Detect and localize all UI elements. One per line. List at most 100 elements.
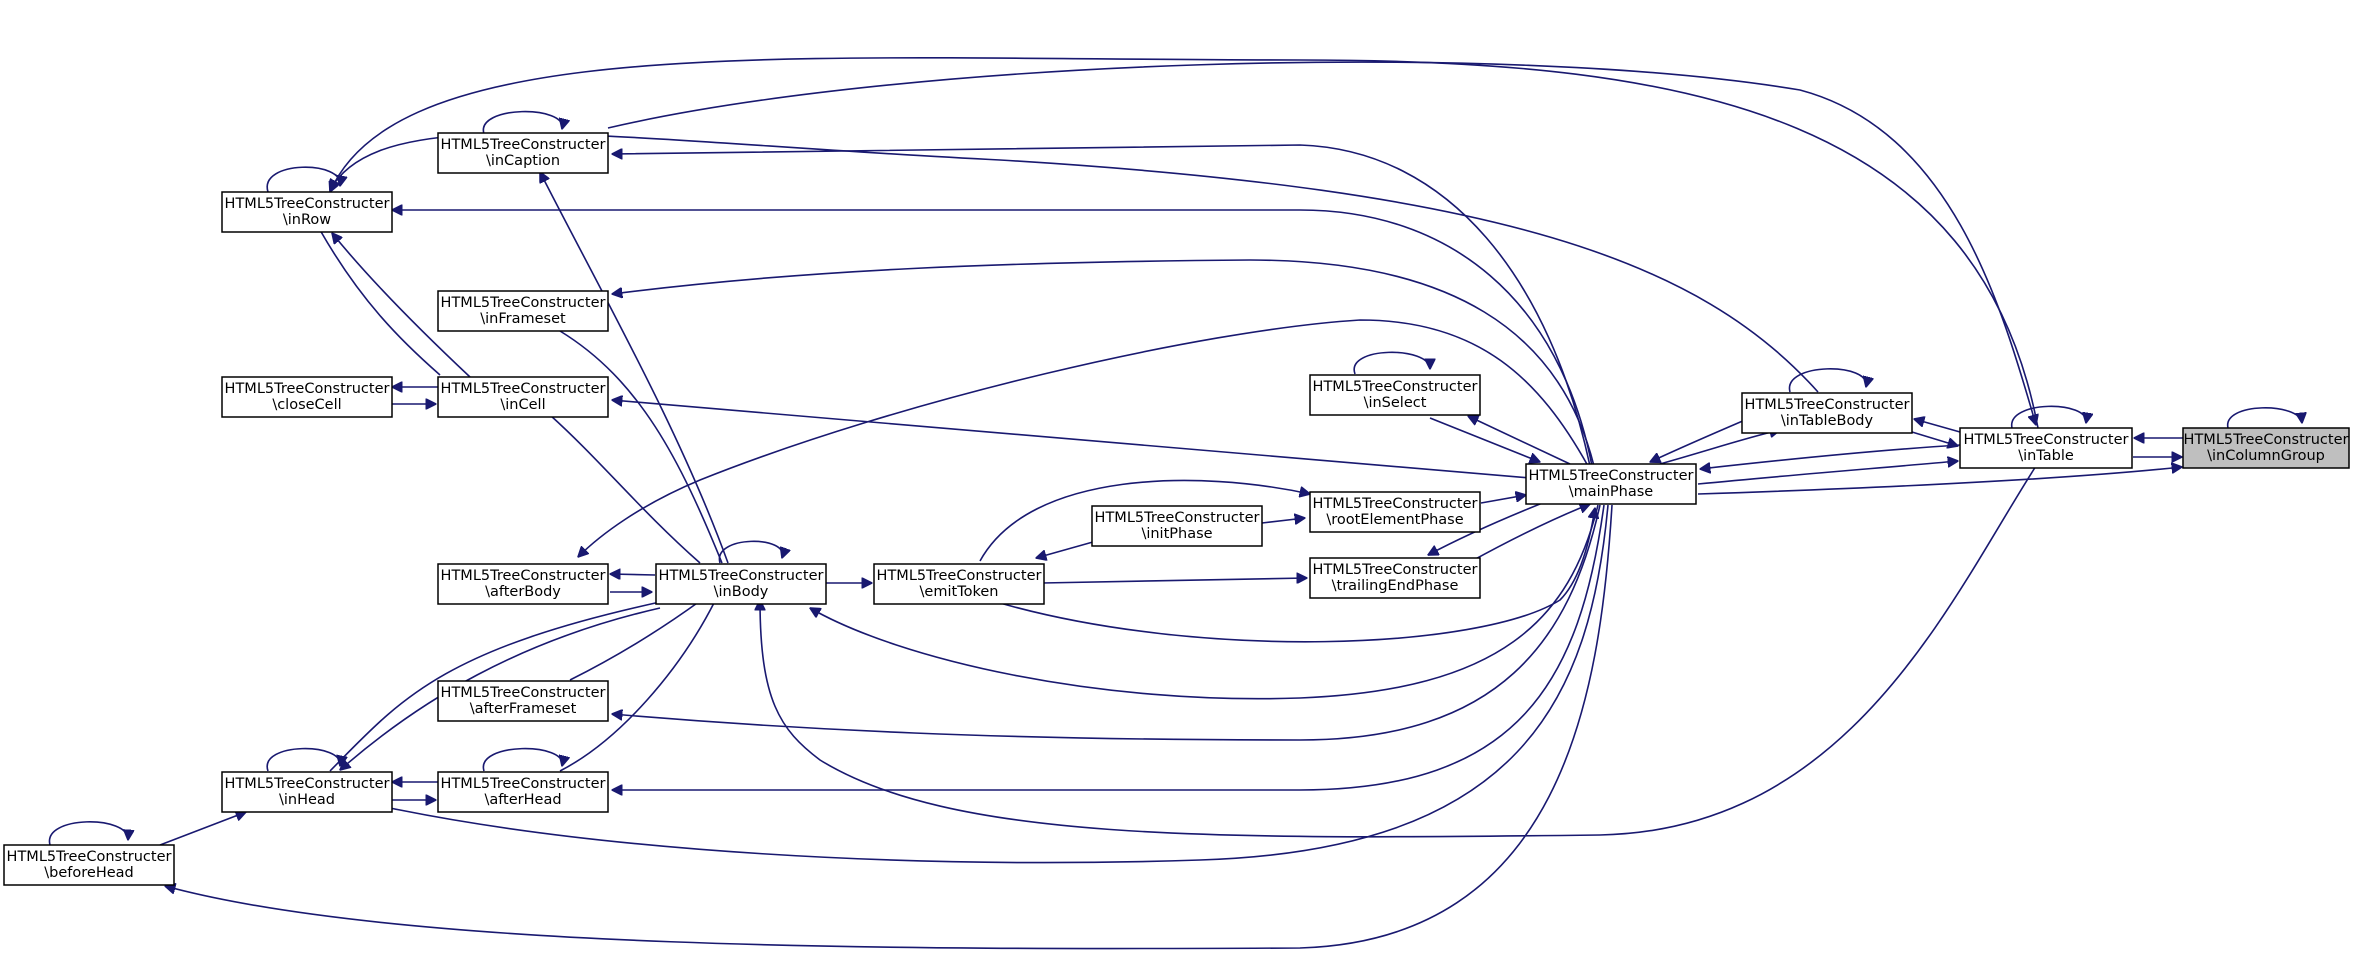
edge-mainphase-to-incolumngroup	[1697, 467, 2182, 495]
node-afterhead-line2: \afterHead	[484, 792, 561, 808]
edge-mainphase-to-afterframeset	[612, 504, 1601, 741]
edge-mainphase-to-intablebody	[1659, 430, 1780, 465]
node-inrow[interactable]: HTML5TreeConstructer \inRow	[221, 191, 393, 233]
node-inframeset[interactable]: HTML5TreeConstructer \inFrameset	[437, 290, 609, 332]
node-rootelementphase[interactable]: HTML5TreeConstructer \rootElementPhase	[1309, 491, 1481, 533]
node-initphase-line2: \initPhase	[1141, 526, 1212, 542]
node-inhead-line2: \inHead	[279, 792, 335, 808]
edge-intable-to-intablebody	[1914, 419, 1961, 433]
node-rootelementphase-line2: \rootElementPhase	[1326, 512, 1463, 528]
node-incaption[interactable]: HTML5TreeConstructer \inCaption	[437, 132, 609, 174]
edge-inbody-self	[718, 540, 782, 564]
edge-mainphase-to-afterbody	[578, 319, 1589, 557]
edge-incaption-to-intable	[607, 61, 2036, 425]
edge-trailingendphase-to-mainphase	[1469, 504, 1590, 563]
edge-inselect-self	[1353, 351, 1430, 375]
edge-inhead-to-inbody	[329, 601, 661, 772]
node-intablebody[interactable]: HTML5TreeConstructer \inTableBody	[1741, 392, 1913, 434]
node-trailingendphase-line2: \trailingEndPhase	[1332, 578, 1459, 594]
node-incell-line2: \inCell	[500, 397, 545, 413]
node-initphase-line1: HTML5TreeConstructer	[1095, 510, 1260, 526]
edge-incolumngroup-self	[2227, 407, 2302, 429]
node-emittoken-line2: \emitToken	[920, 584, 999, 600]
node-incell-line1: HTML5TreeConstructer	[441, 381, 606, 397]
node-rootelementphase-line1: HTML5TreeConstructer	[1313, 496, 1478, 512]
edge-incaption-self	[482, 110, 562, 135]
edge-incell-to-inrow	[332, 233, 471, 378]
node-closecell-line2: \closeCell	[272, 397, 341, 413]
edge-afterhead-self	[482, 747, 562, 772]
edge-inbody-to-afterbody	[610, 574, 656, 575]
edge-mainphase-to-inselect	[1468, 416, 1571, 465]
node-intable-line1: HTML5TreeConstructer	[1964, 432, 2129, 448]
node-afterbody-line1: HTML5TreeConstructer	[441, 568, 606, 584]
node-afterframeset-line1: HTML5TreeConstructer	[441, 685, 606, 701]
edge-mainphase-to-inbody	[810, 504, 1599, 700]
node-emittoken-line1: HTML5TreeConstructer	[877, 568, 1042, 584]
edge-intable-to-inbody	[760, 465, 2037, 838]
edge-mainphase-to-inframeset	[612, 259, 1595, 467]
node-beforehead-line1: HTML5TreeConstructer	[7, 849, 172, 865]
edge-mainphase-to-beforehead	[165, 504, 1613, 950]
node-incaption-line2: \inCaption	[486, 153, 560, 169]
node-inframeset-line2: \inFrameset	[480, 311, 566, 327]
node-afterbody[interactable]: HTML5TreeConstructer \afterBody	[437, 563, 609, 605]
edge-rootelementphase-to-mainphase	[1480, 495, 1526, 504]
node-mainphase-line2: \mainPhase	[1569, 484, 1653, 500]
edge-mainphase-to-intable	[1697, 461, 1958, 485]
node-intablebody-line2: \inTableBody	[1781, 413, 1874, 429]
node-incell[interactable]: HTML5TreeConstructer \inCell	[437, 376, 609, 418]
edge-intablebody-to-mainphase	[1650, 419, 1746, 462]
node-inbody-line2: \inBody	[714, 584, 769, 600]
edge-beforehead-self	[48, 821, 128, 846]
edge-inselect-to-mainphase	[1429, 417, 1540, 462]
node-incaption-line1: HTML5TreeConstructer	[441, 137, 606, 153]
node-initphase[interactable]: HTML5TreeConstructer \initPhase	[1091, 505, 1263, 547]
node-intable[interactable]: HTML5TreeConstructer \inTable	[1959, 427, 2133, 469]
nodes-layer: HTML5TreeConstructer \inColumnGroup HTML…	[3, 132, 2350, 886]
node-afterbody-line2: \afterBody	[485, 584, 561, 600]
edge-initphase-to-rootelementphase	[1261, 518, 1305, 523]
node-inbody[interactable]: HTML5TreeConstructer \inBody	[655, 563, 827, 605]
node-incolumngroup-line2: \inColumnGroup	[2207, 448, 2325, 464]
edge-mainphase-to-inhead	[345, 504, 1609, 864]
node-incolumngroup-line1: HTML5TreeConstructer	[2184, 432, 2349, 448]
edge-inrow-self	[266, 166, 340, 193]
node-inselect[interactable]: HTML5TreeConstructer \inSelect	[1309, 374, 1481, 416]
edge-inbody-to-incell	[549, 414, 701, 564]
edge-mainphase-to-trailingendphase	[1428, 501, 1546, 555]
node-trailingendphase-line1: HTML5TreeConstructer	[1313, 562, 1478, 578]
node-emittoken[interactable]: HTML5TreeConstructer \emitToken	[873, 563, 1045, 605]
edge-emittoken-to-mainphase	[999, 508, 1595, 643]
edge-beforehead-to-inhead	[159, 812, 246, 846]
edge-intablebody-to-intable	[1911, 431, 1958, 446]
node-inbody-line1: HTML5TreeConstructer	[659, 568, 824, 584]
node-incolumngroup[interactable]: HTML5TreeConstructer \inColumnGroup	[2182, 427, 2350, 469]
node-afterframeset-line2: \afterFrameset	[470, 701, 577, 717]
edge-emittoken-to-trailingendphase	[1041, 578, 1307, 584]
node-afterhead-line1: HTML5TreeConstructer	[441, 776, 606, 792]
node-mainphase[interactable]: HTML5TreeConstructer \mainPhase	[1525, 463, 1697, 505]
edge-mainphase-to-incaption	[612, 144, 1591, 467]
edge-intable-to-mainphase	[1700, 444, 1961, 469]
node-inframeset-line1: HTML5TreeConstructer	[441, 295, 606, 311]
node-inselect-line2: \inSelect	[1364, 395, 1427, 411]
edge-mainphase-to-afterhead	[612, 504, 1605, 790]
node-afterframeset[interactable]: HTML5TreeConstructer \afterFrameset	[437, 680, 609, 722]
edge-inbody-to-afterframeset	[569, 600, 701, 681]
edge-inbody-to-inframeset	[559, 330, 723, 564]
node-inhead[interactable]: HTML5TreeConstructer \inHead	[221, 771, 393, 813]
edge-intablebody-self	[1789, 368, 1866, 393]
node-inselect-line1: HTML5TreeConstructer	[1313, 379, 1478, 395]
node-afterhead[interactable]: HTML5TreeConstructer \afterHead	[437, 771, 609, 813]
node-beforehead[interactable]: HTML5TreeConstructer \beforeHead	[3, 844, 175, 886]
node-trailingendphase[interactable]: HTML5TreeConstructer \trailingEndPhase	[1309, 557, 1481, 599]
node-closecell[interactable]: HTML5TreeConstructer \closeCell	[221, 376, 393, 418]
edge-inbody-to-incaption	[540, 172, 729, 564]
node-intable-line2: \inTable	[2018, 448, 2074, 464]
node-beforehead-line2: \beforeHead	[44, 865, 133, 881]
edge-inbody-to-inhead	[340, 607, 661, 770]
node-mainphase-line1: HTML5TreeConstructer	[1529, 468, 1694, 484]
edge-intable-self	[2011, 405, 2086, 429]
